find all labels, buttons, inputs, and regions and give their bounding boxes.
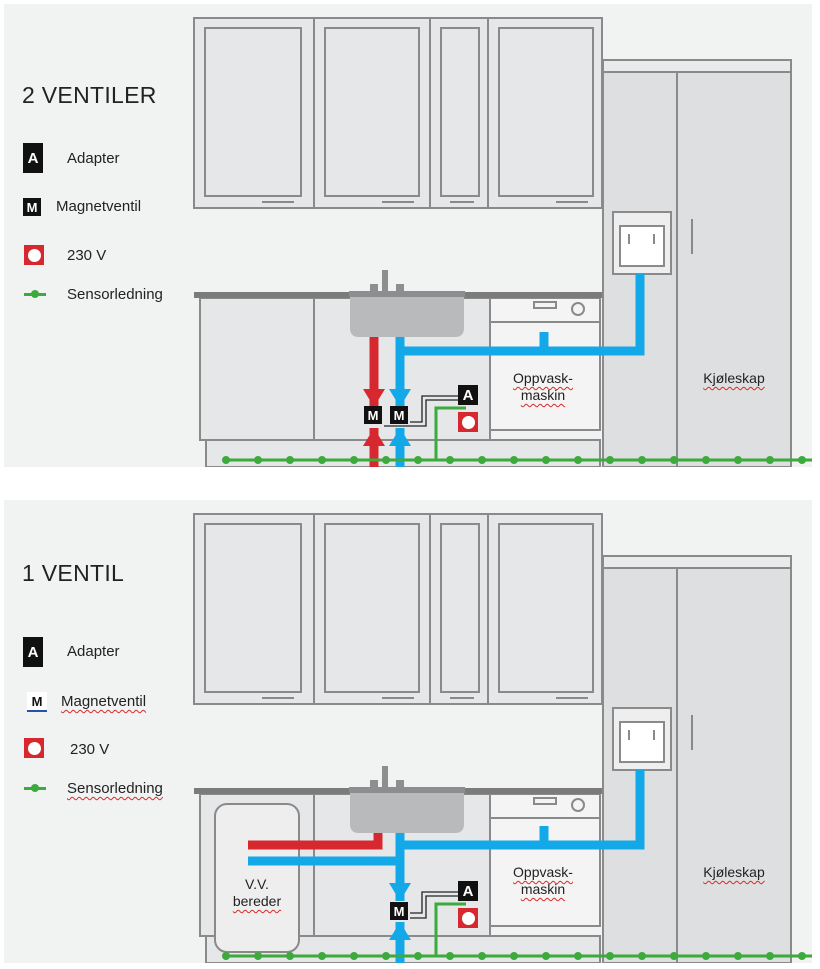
legend-adapter-label: Adapter [67, 150, 120, 167]
sensor-dots [222, 456, 806, 464]
legend-adapter-label: Adapter [67, 643, 120, 660]
power-230v-icon [458, 908, 478, 928]
adapter-icon: A [458, 881, 478, 901]
panel-two-valves: 2 VENTILER A Adapter M Magnetventil 230 … [4, 4, 812, 467]
legend-valve-label: Magnetventil [61, 693, 147, 710]
legend-power-label: 230 V [67, 247, 107, 264]
kitchen-scene-one-valve [193, 513, 812, 963]
magnet-valve-icon: M [23, 198, 41, 216]
sensor-line-icon [24, 290, 46, 298]
sensor-dots [222, 952, 806, 960]
legend-valve-label: Magnetventil [56, 198, 142, 215]
panel-one-valve: 1 VENTIL A Adapter M Magnetventil 230 V … [4, 500, 812, 963]
sensor-line-icon [24, 784, 46, 792]
power-230v-icon [24, 245, 44, 265]
legend-sensor-label: Sensorledning [67, 286, 163, 303]
dishwasher-label: Oppvask- maskin [513, 864, 573, 897]
power-230v-icon [458, 412, 478, 432]
page-title: 2 VENTILER [22, 82, 157, 108]
page-title: 1 VENTIL [22, 560, 125, 586]
adapter-icon: A [23, 637, 43, 667]
kitchen-scene-two-valves [193, 17, 812, 467]
water-heater-label: V.V. bereder [232, 876, 282, 909]
valve-hot-icon: M [364, 406, 382, 424]
valve-cold-icon: M [390, 406, 408, 424]
adapter-icon: A [23, 143, 43, 173]
legend-power-label: 230 V [70, 741, 110, 758]
magnet-valve-icon: M [27, 692, 47, 712]
adapter-icon: A [458, 385, 478, 405]
valve-cold-icon: M [390, 902, 408, 920]
legend-sensor-label: Sensorledning [67, 780, 163, 797]
dishwasher-label: Oppvask- maskin [513, 370, 573, 403]
fridge-label: Kjøleskap [703, 370, 765, 386]
fridge-label: Kjøleskap [703, 864, 765, 880]
power-230v-icon [24, 738, 44, 758]
